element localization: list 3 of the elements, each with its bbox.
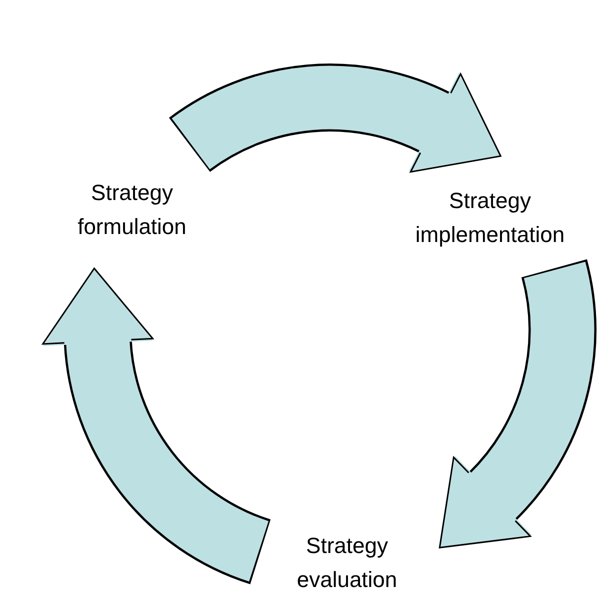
step-label: Strategy formulation (57, 176, 207, 244)
step-label: Strategy implementation (395, 184, 585, 252)
step-label: Strategy evaluation (277, 529, 417, 592)
